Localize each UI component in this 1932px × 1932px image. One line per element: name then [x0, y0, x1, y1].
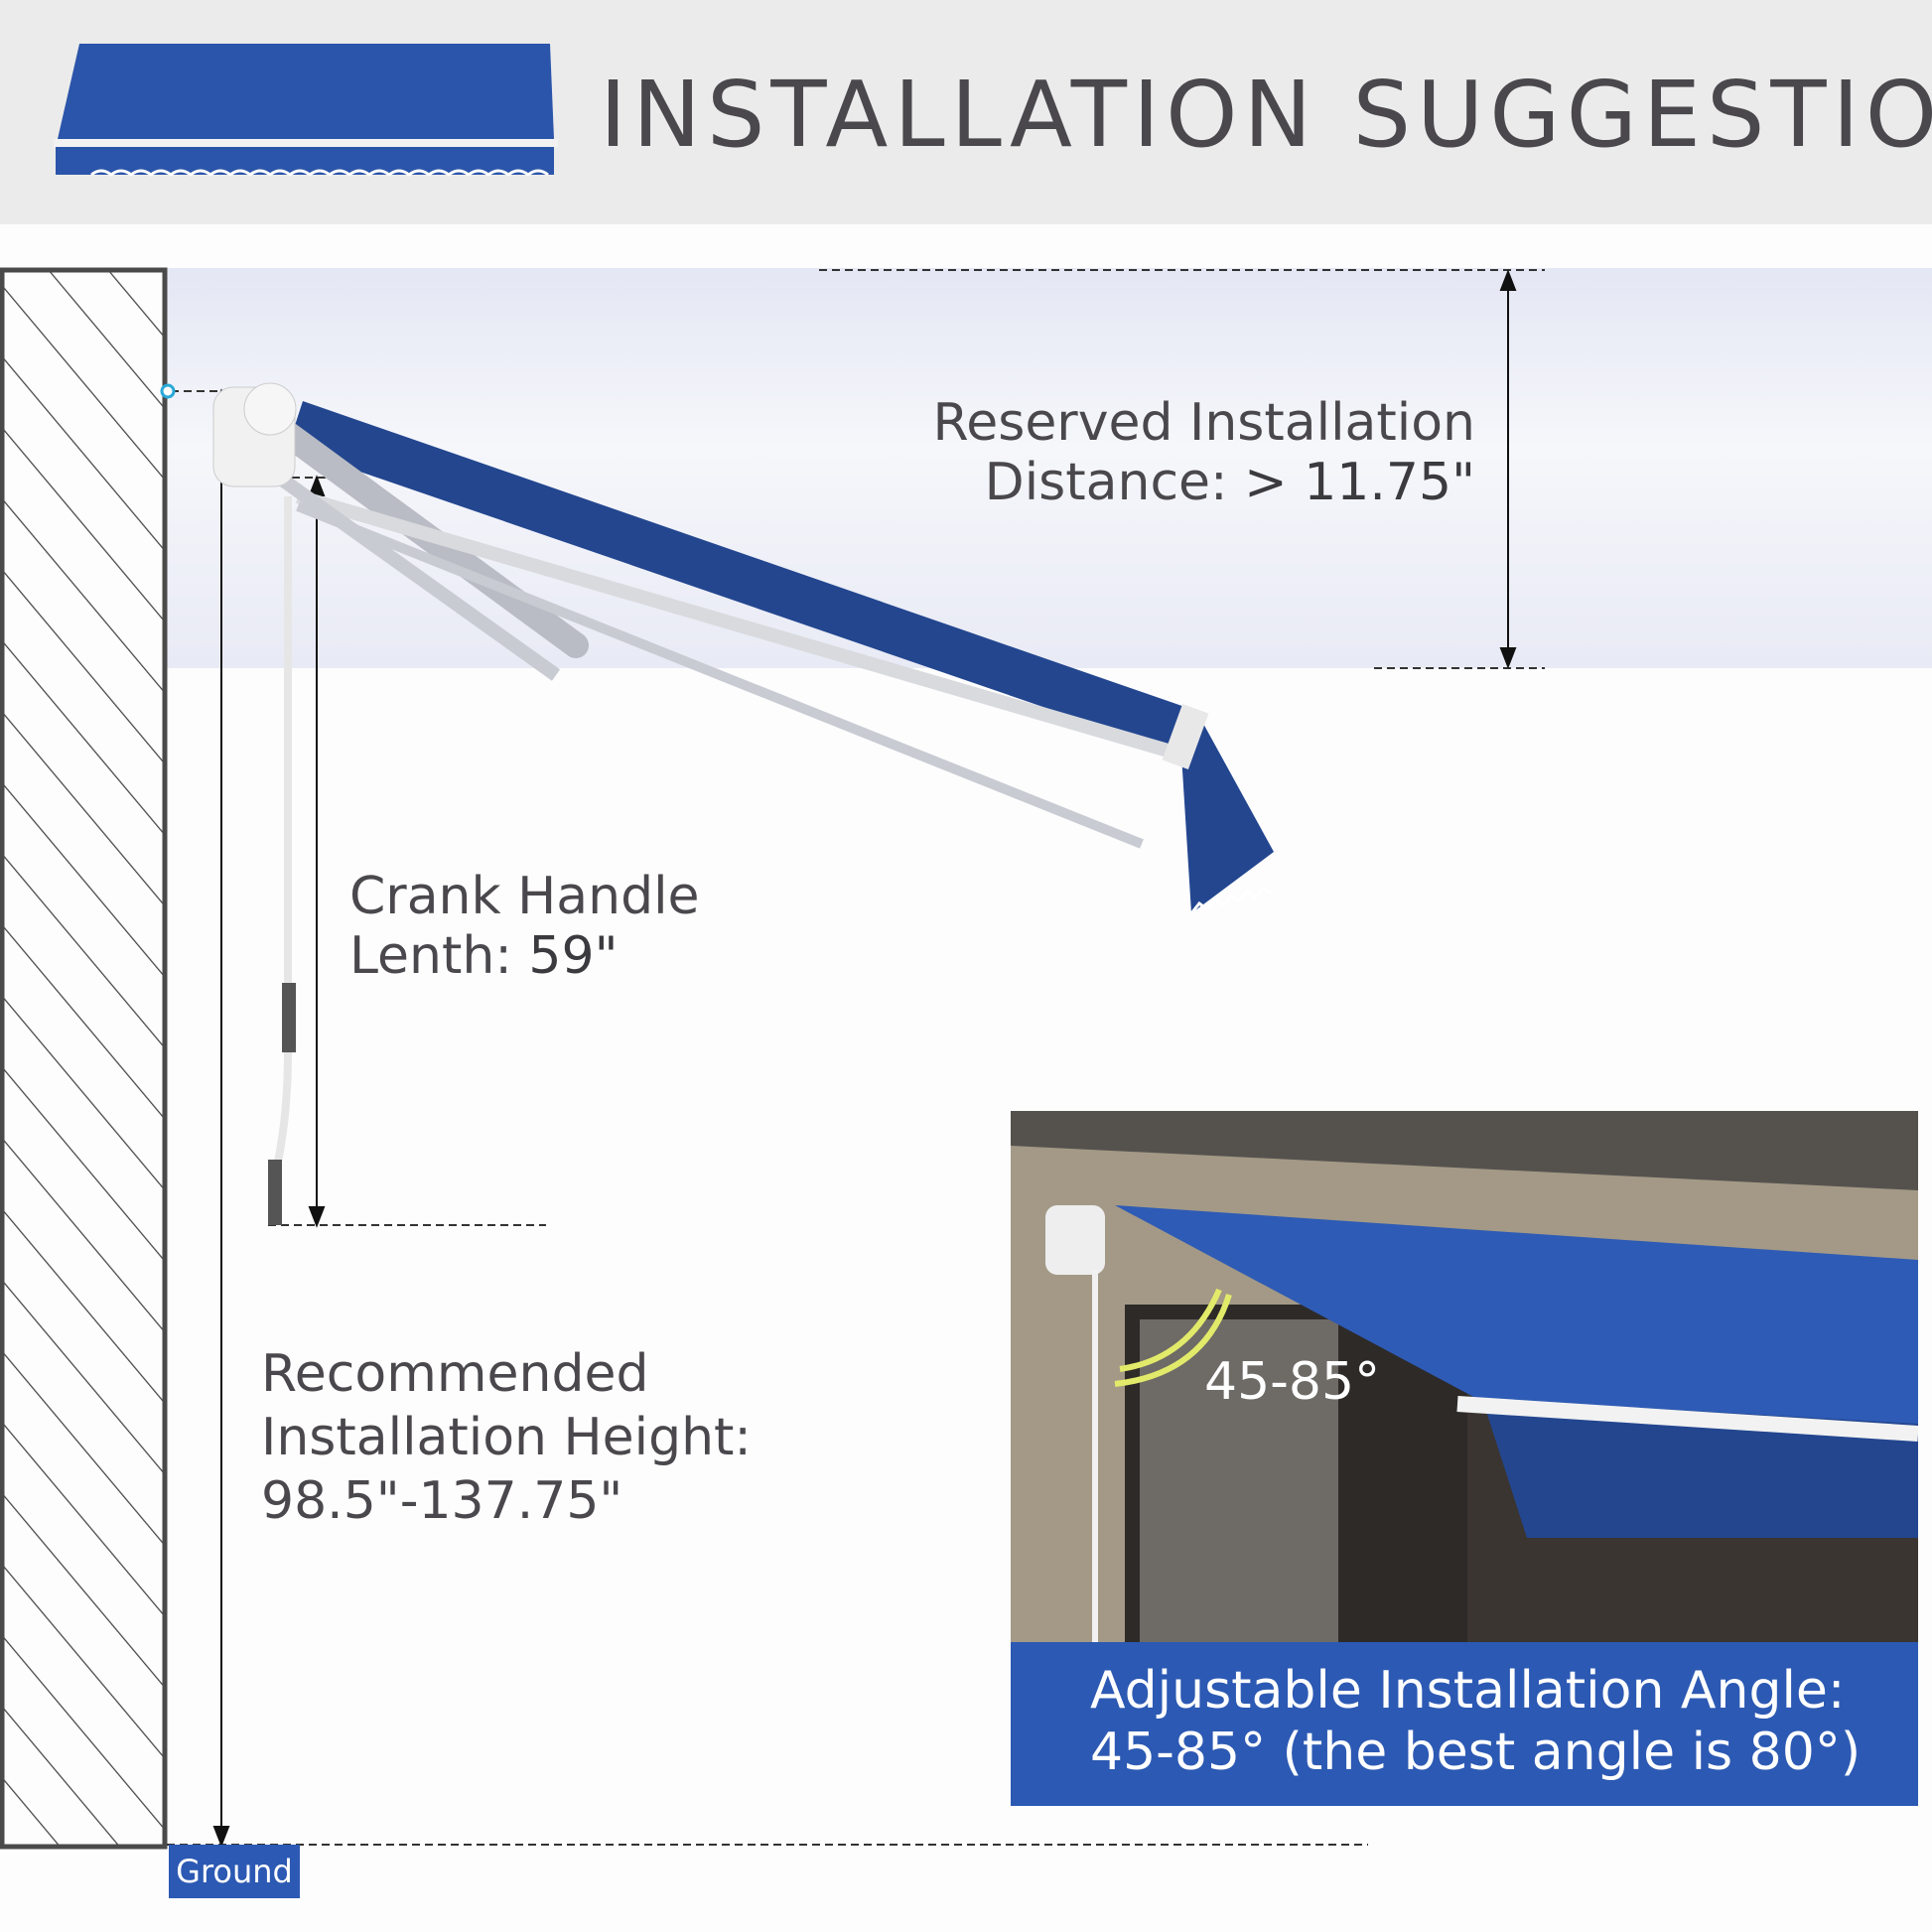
angle-caption: Adjustable Installation Angle: 45-85° (t…	[1011, 1642, 1918, 1806]
page-title: INSTALLATION SUGGESTION	[600, 62, 1932, 168]
caption-line2: 45-85° (the best angle is 80°)	[1090, 1723, 1862, 1782]
crank-value: 59"	[528, 926, 619, 986]
awning-icon	[54, 44, 558, 177]
reserved-line1: Reserved Installation	[932, 393, 1475, 453]
awning-illustration	[212, 382, 1274, 1225]
installation-height-label: Recommended Installation Height: 98.5"-1…	[261, 1342, 752, 1533]
height-line1: Recommended	[261, 1344, 649, 1404]
reserved-distance-label: Reserved Installation Distance: > 11.75"	[932, 393, 1475, 512]
crank-line2-label: Lenth:	[349, 926, 512, 986]
header-band: INSTALLATION SUGGESTION	[0, 0, 1932, 224]
wall	[0, 267, 168, 1850]
mount-point-marker	[160, 383, 176, 399]
caption-line1: Adjustable Installation Angle:	[1090, 1661, 1846, 1721]
crank-line1: Crank Handle	[349, 867, 700, 926]
ground-label: Ground	[169, 1845, 300, 1898]
height-value: 98.5"-137.75"	[261, 1471, 623, 1531]
installation-photo: 45-85°	[1011, 1111, 1918, 1642]
dimension-arrows	[212, 269, 1517, 1848]
angle-label: 45-85°	[1204, 1352, 1380, 1412]
reserved-value: > 11.75"	[1244, 453, 1475, 512]
reserved-line2-label: Distance:	[984, 453, 1228, 512]
height-line2: Installation Height:	[261, 1408, 752, 1467]
photo-illustration: 45-85°	[1011, 1111, 1918, 1642]
crank-length-label: Crank Handle Lenth: 59"	[349, 867, 700, 986]
